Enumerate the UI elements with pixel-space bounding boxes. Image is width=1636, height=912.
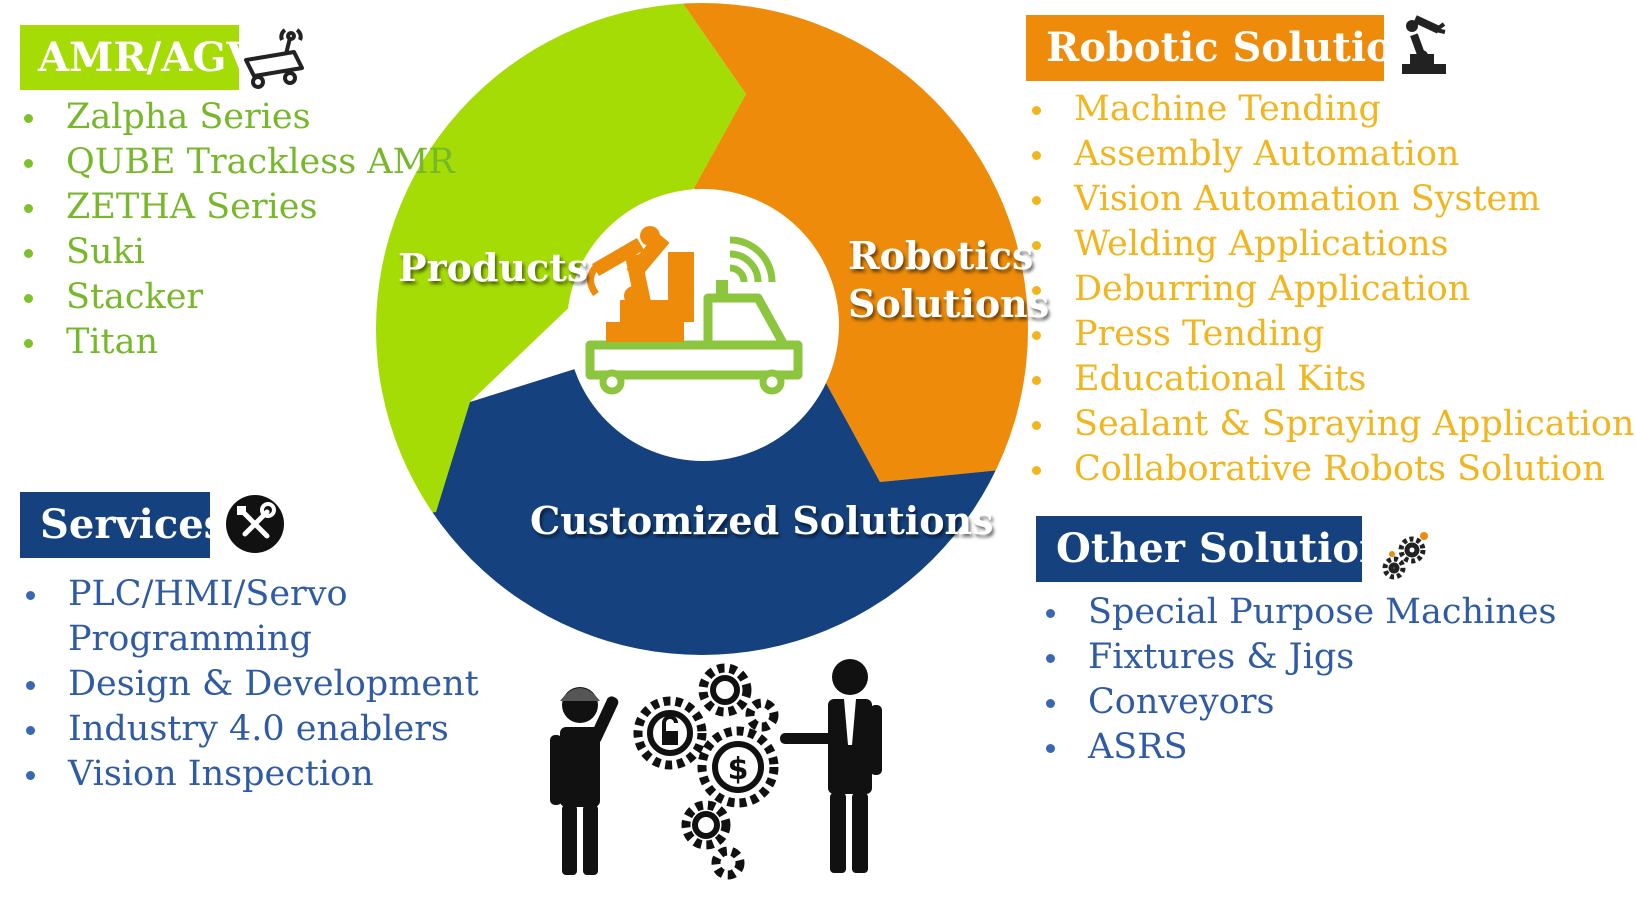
- bullet-icon: [24, 114, 33, 123]
- bullet-icon: [24, 249, 33, 258]
- robotic-item: Press Tending: [1026, 312, 1634, 357]
- robot-arm-icon: [1402, 15, 1446, 74]
- tools-icon: [226, 495, 284, 553]
- bullet-icon: [1032, 466, 1041, 475]
- bullet-icon: [1032, 421, 1041, 430]
- other-header: Other Solutions: [1036, 516, 1411, 582]
- robotic-item-label: Welding Applications: [1074, 224, 1449, 264]
- bullet-icon: [1032, 106, 1041, 115]
- robotic-header: Robotic Solutions: [1026, 15, 1444, 81]
- robot-cart-icon: [244, 28, 304, 89]
- bullet-icon: [1046, 654, 1055, 663]
- robotics-label-line1: Robotics: [848, 233, 1034, 278]
- bullet-icon: [1032, 196, 1041, 205]
- bullet-icon: [24, 204, 33, 213]
- amr-header: AMR/AGV: [20, 25, 257, 90]
- robotic-item: Assembly Automation: [1026, 132, 1634, 177]
- bullet-icon: [24, 294, 33, 303]
- robotic-item: Deburring Application: [1026, 267, 1634, 312]
- services-item: PLC/HMI/Servo Programming: [20, 572, 368, 662]
- bullet-icon: [1046, 609, 1055, 618]
- services-item-label: PLC/HMI/Servo Programming: [68, 574, 348, 659]
- amr-item: Titan: [18, 320, 455, 365]
- amr-item-label: ZETHA Series: [66, 187, 318, 227]
- bullet-icon: [1032, 376, 1041, 385]
- gears-icon: [1382, 532, 1428, 580]
- robotic-item-label: Educational Kits: [1074, 359, 1367, 399]
- services-item-label: Vision Inspection: [68, 754, 374, 794]
- bullet-icon: [26, 771, 35, 780]
- services-header: Services: [20, 492, 226, 558]
- other-item: Fixtures & Jigs: [1040, 635, 1556, 680]
- bullet-icon: [24, 339, 33, 348]
- services-item: Design & Development: [20, 662, 479, 707]
- amr-item: Stacker: [18, 275, 455, 320]
- robotic-item: Welding Applications: [1026, 222, 1634, 267]
- products-segment: [376, 3, 746, 520]
- bullet-icon: [1046, 699, 1055, 708]
- amr-item-label: Titan: [66, 322, 159, 362]
- robotic-item-label: Deburring Application: [1074, 269, 1471, 309]
- amr-item-label: QUBE Trackless AMR: [66, 142, 455, 182]
- robotic-item-label: Collaborative Robots Solution: [1074, 449, 1605, 489]
- other-item: ASRS: [1040, 725, 1556, 770]
- robotics-label-line2: Solutions: [848, 281, 1050, 326]
- services-item-label: Industry 4.0 enablers: [68, 709, 449, 749]
- amr-item: Suki: [18, 230, 455, 275]
- robotics-segment: [682, 3, 1028, 482]
- robotic-item: Collaborative Robots Solution: [1026, 447, 1634, 492]
- robotic-item-label: Assembly Automation: [1074, 134, 1460, 174]
- bullet-icon: [26, 591, 35, 600]
- bullet-icon: [1032, 331, 1041, 340]
- robotic-item-label: Press Tending: [1074, 314, 1325, 354]
- bullet-icon: [26, 681, 35, 690]
- robotic-item-label: Vision Automation System: [1074, 179, 1541, 219]
- amr-item-label: Zalpha Series: [66, 97, 311, 137]
- amr-item: Zalpha Series: [18, 95, 455, 140]
- bullet-icon: [1032, 286, 1041, 295]
- amr-title: AMR/AGV: [38, 33, 258, 81]
- services-title: Services: [40, 501, 227, 548]
- robotic-title: Robotic Solutions: [1046, 24, 1445, 71]
- bullet-icon: [1032, 151, 1041, 160]
- other-item: Conveyors: [1040, 680, 1556, 725]
- other-item-label: Conveyors: [1088, 682, 1275, 722]
- amr-item-label: Suki: [66, 232, 145, 272]
- robotic-item-label: Sealant & Spraying Application: [1074, 404, 1635, 444]
- people-gears-icon: $: [550, 659, 882, 880]
- robotic-item-label: Machine Tending: [1074, 89, 1381, 129]
- robotic-item: Machine Tending: [1026, 87, 1634, 132]
- amr-item-label: Stacker: [66, 277, 204, 317]
- bullet-icon: [1032, 241, 1041, 250]
- robotic-item: Vision Automation System: [1026, 177, 1634, 222]
- services-item: Industry 4.0 enablers: [20, 707, 449, 752]
- amr-item: QUBE Trackless AMR: [18, 140, 455, 185]
- amr-item: ZETHA Series: [18, 185, 455, 230]
- services-item-label: Design & Development: [68, 664, 479, 704]
- robotic-item: Sealant & Spraying Application: [1026, 402, 1634, 447]
- robot-arm-truck-icon: [585, 226, 803, 395]
- bullet-icon: [24, 159, 33, 168]
- svg-text:$: $: [728, 752, 749, 787]
- robotics-label: Robotics Solutions: [848, 232, 1049, 328]
- services-item: Vision Inspection: [20, 752, 440, 797]
- bullet-icon: [26, 726, 35, 735]
- robotic-item: Educational Kits: [1026, 357, 1634, 402]
- other-item-label: ASRS: [1088, 727, 1188, 767]
- customized-label: Customized Solutions: [530, 498, 994, 543]
- other-title: Other Solutions: [1056, 525, 1411, 572]
- other-item-label: Fixtures & Jigs: [1088, 637, 1355, 677]
- bullet-icon: [1046, 744, 1055, 753]
- products-label: Products: [398, 245, 589, 290]
- other-item-label: Special Purpose Machines: [1088, 592, 1557, 632]
- other-item: Special Purpose Machines: [1040, 590, 1556, 635]
